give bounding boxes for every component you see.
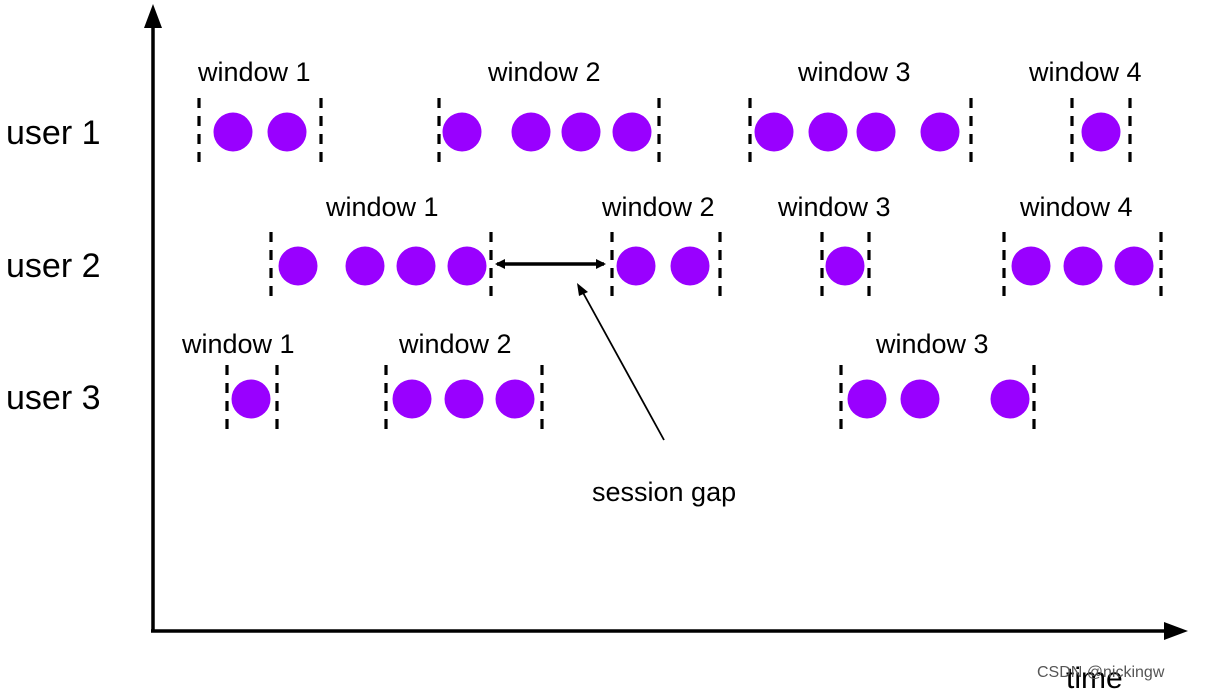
- event-dot: [267, 112, 307, 152]
- event-dot: [278, 246, 318, 286]
- event-dot: [754, 112, 794, 152]
- u2-window-1-label: window 1: [325, 192, 439, 222]
- event-dot: [1011, 246, 1051, 286]
- event-dot: [561, 112, 601, 152]
- event-dot: [856, 112, 896, 152]
- u1-window-2: [437, 98, 661, 166]
- u3-window-3: [839, 365, 1036, 433]
- u1-window-3-label: window 3: [797, 57, 911, 87]
- event-dot: [990, 379, 1030, 419]
- event-dot: [345, 246, 385, 286]
- u2-window-3-label: window 3: [777, 192, 891, 222]
- event-dot: [444, 379, 484, 419]
- event-dot: [808, 112, 848, 152]
- event-dot: [1081, 112, 1121, 152]
- event-dot: [392, 379, 432, 419]
- u1-window-1: [197, 98, 323, 166]
- u2-window-3: [820, 232, 871, 300]
- event-dot: [920, 112, 960, 152]
- user-label-2: user 2: [6, 247, 101, 285]
- u1-window-4-label: window 4: [1028, 57, 1142, 87]
- u2-window-4-label: window 4: [1019, 192, 1133, 222]
- u1-window-4: [1070, 98, 1132, 166]
- event-dot: [447, 246, 487, 286]
- event-dot: [495, 379, 535, 419]
- session-gap-pointer-arrowhead: [577, 283, 588, 296]
- event-dot: [1063, 246, 1103, 286]
- u2-window-2-label: window 2: [601, 192, 715, 222]
- u1-window-3: [748, 98, 973, 166]
- u2-window-2: [610, 232, 722, 300]
- u1-window-1-label: window 1: [197, 57, 311, 87]
- window-labels: window 1 window 2 window 3 window 4 wind…: [181, 57, 1142, 359]
- user-label-1: user 1: [6, 114, 101, 152]
- y-axis-arrowhead: [144, 4, 162, 28]
- event-dot: [442, 112, 482, 152]
- u3-window-2-label: window 2: [398, 329, 512, 359]
- u3-window-1: [225, 365, 279, 433]
- event-dot: [231, 379, 271, 419]
- u3-window-2: [384, 365, 544, 433]
- event-dot: [1114, 246, 1154, 286]
- user-label-3: user 3: [6, 379, 101, 417]
- u3-window-3-label: window 3: [875, 329, 989, 359]
- event-dot: [612, 112, 652, 152]
- user-labels: user 1 user 2 user 3: [6, 114, 101, 417]
- u3-window-1-label: window 1: [181, 329, 295, 359]
- event-dot: [213, 112, 253, 152]
- event-dot: [616, 246, 656, 286]
- watermark: CSDN @nickingw: [1037, 664, 1165, 681]
- u1-window-2-label: window 2: [487, 57, 601, 87]
- event-dot: [847, 379, 887, 419]
- session-windows: [197, 98, 1163, 433]
- axes: time: [144, 4, 1188, 693]
- u2-window-4: [1002, 232, 1163, 300]
- event-dot: [670, 246, 710, 286]
- session-gap-label: session gap: [592, 477, 736, 507]
- u2-window-1: [269, 232, 493, 300]
- x-axis-label: time: [1066, 662, 1123, 693]
- x-axis-arrowhead: [1164, 622, 1188, 640]
- event-dot: [825, 246, 865, 286]
- event-dot: [511, 112, 551, 152]
- event-dot: [396, 246, 436, 286]
- session-gap-pointer: [580, 288, 665, 441]
- session-gap-annotation: session gap: [495, 259, 736, 507]
- event-dot: [900, 379, 940, 419]
